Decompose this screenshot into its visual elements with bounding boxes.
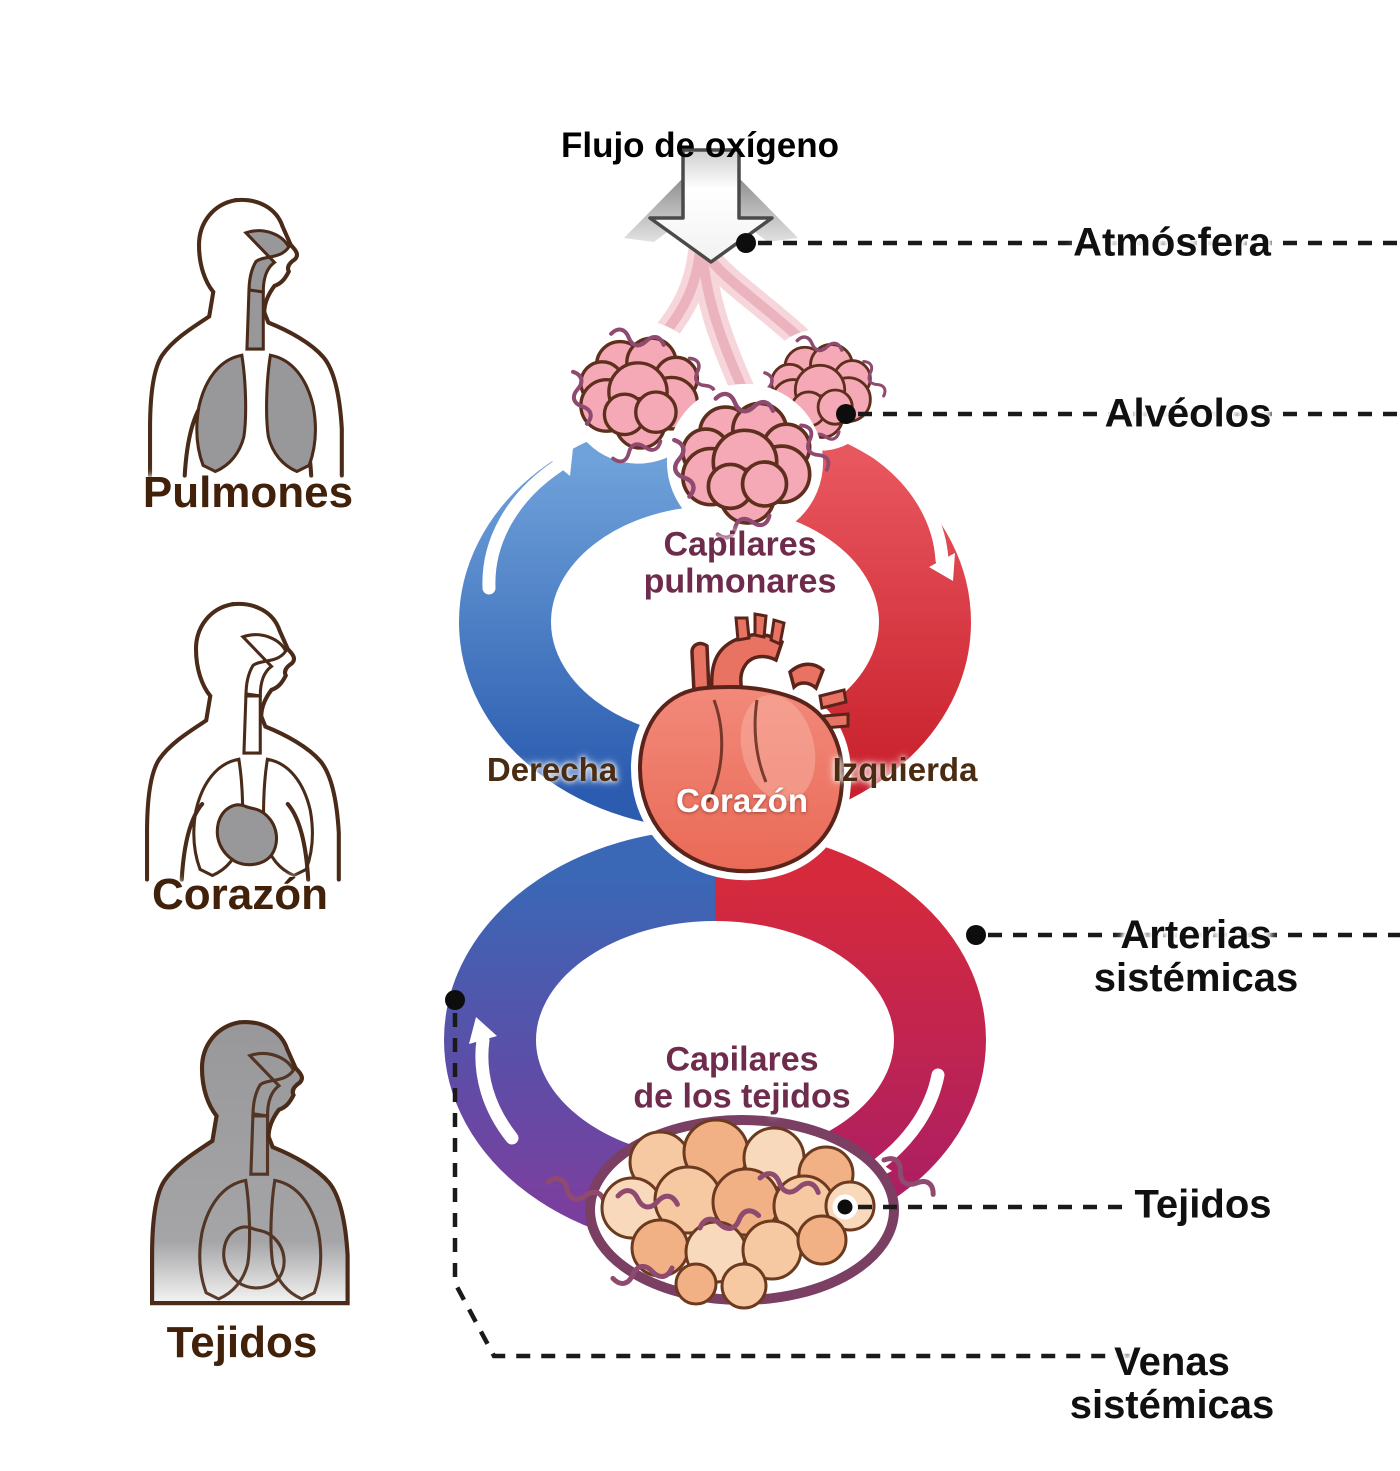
callout-label-venas-line1: Venas (1114, 1339, 1230, 1384)
flow-arrow-down-lower-right-icon (873, 1068, 945, 1170)
tissue-capillaries-line2: de los tejidos (633, 1077, 851, 1115)
heart-label: Corazón (676, 782, 808, 820)
callout-dots (445, 233, 986, 1220)
left-label-pulmones: Pulmones (142, 468, 354, 518)
pulmonary-capillaries-line2: pulmonares (643, 562, 837, 600)
flow-arrow-up-left-icon (482, 459, 565, 595)
flow-arrow-up-lower-left-icon (475, 1033, 519, 1145)
flow-arrow-down-right-icon (873, 448, 949, 567)
tissue-capillaries-label: Capilares de los tejidos (633, 1041, 850, 1114)
left-label-corazon: Corazón (152, 870, 328, 920)
callout-dot-arterias (966, 925, 986, 945)
heart-figure (145, 601, 341, 882)
tissue-capillaries-line1: Capilares (665, 1040, 819, 1079)
pulmonary-vein-blue-arc (458, 414, 716, 830)
page-title: Flujo de oxígeno (560, 126, 840, 166)
callout-dot-venas (445, 990, 465, 1010)
lungs-figure (148, 197, 344, 478)
callout-dot-atmosfera (736, 233, 756, 253)
callout-label-alveolos: Alvéolos (1104, 391, 1272, 436)
oxygen-down-arrow-icon (624, 148, 798, 264)
tissues-figure (150, 1020, 350, 1306)
heart-side-right-label: Derecha (486, 751, 618, 789)
callout-lines (452, 240, 1400, 1359)
tissue-cells-illustration (546, 1115, 937, 1310)
callout-label-arterias-line2: sistémicas (1093, 956, 1299, 1000)
callout-line-venas (452, 1013, 1135, 1359)
callout-label-arterias-line1: Arterias (1120, 912, 1272, 957)
pulmonary-capillaries-label: Capilares pulmonares (644, 526, 837, 599)
callout-dot-alveolos (836, 404, 856, 424)
callout-label-arterias: Arterias sistémicas (1093, 912, 1299, 1000)
callout-label-venas: Venas sistémicas (1069, 1339, 1275, 1427)
callout-label-tejidos: Tejidos (1134, 1182, 1272, 1227)
pulmonary-capillaries-line1: Capilares (663, 525, 817, 564)
callout-label-atmosfera: Atmósfera (1073, 220, 1271, 265)
heart-illustration (630, 612, 852, 881)
callout-label-venas-line2: sistémicas (1069, 1383, 1275, 1427)
heart-side-left-label: Izquierda (832, 751, 978, 789)
left-label-tejidos: Tejidos (166, 1318, 318, 1368)
callout-dot-tejidos (832, 1194, 858, 1220)
